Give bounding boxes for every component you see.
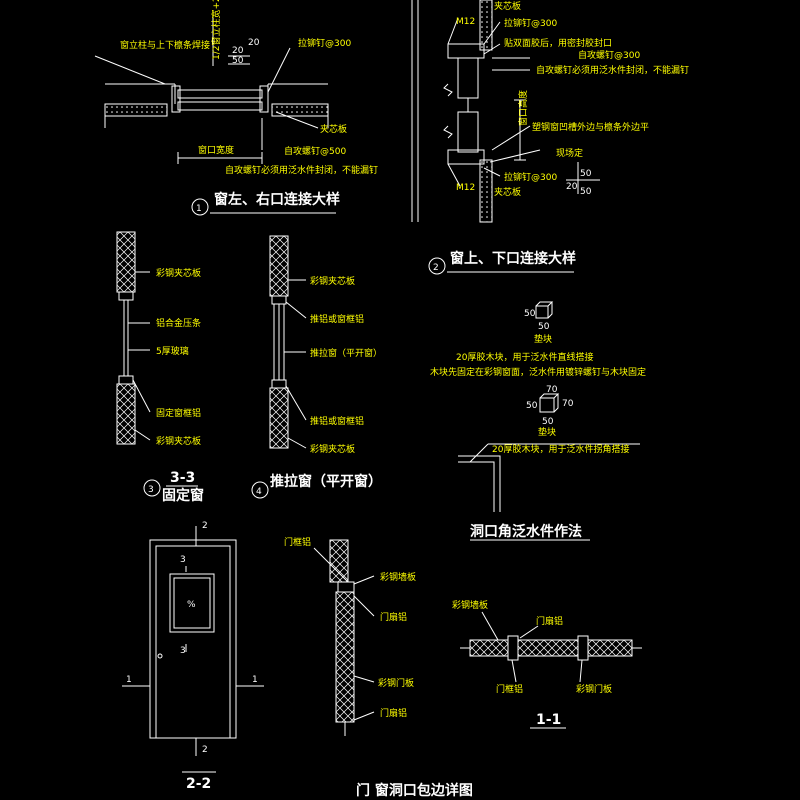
detail4-frame-bottom: 推铝或窗框铝	[310, 415, 364, 427]
detail1-dim-50: 50	[232, 56, 244, 66]
detail2-flush-note: 塑钢窗凹槽外边与檩条外边平	[532, 121, 649, 133]
block2-dim-b: 70	[546, 385, 558, 395]
flashing-note1: 20厚胶木块，用于泛水件直线搭接	[456, 351, 593, 363]
detail2-dim-50b: 50	[580, 187, 592, 197]
door-plan-steel-wall: 彩钢墙板	[452, 599, 488, 611]
detail-1-window-side	[94, 18, 336, 216]
detail1-number: 1	[196, 204, 202, 214]
door-plan-door-frame: 门框铝	[496, 683, 523, 695]
door-plan-steel-door: 彩钢门板	[576, 683, 612, 695]
detail1-vertical-note: 1/2窗立柱宽+20	[210, 0, 222, 60]
detail1-screw-label: 自攻螺钉@500	[284, 145, 346, 157]
detail2-core-panel-top: 夹芯板	[494, 0, 521, 12]
block2-dim-c: 70	[562, 399, 574, 409]
block2-dim-d: 50	[542, 417, 554, 427]
detail-4-sliding-window	[251, 235, 307, 499]
block1-label: 垫块	[534, 333, 552, 345]
detail4-number: 4	[256, 487, 262, 497]
detail2-window-height: 窗口高度	[517, 90, 529, 126]
detail2-title: 窗上、下口连接大样	[450, 250, 576, 267]
detail4-title: 推拉窗（平开窗）	[270, 473, 382, 490]
detail2-number: 2	[433, 263, 439, 273]
block1-dim-a: 50	[524, 309, 536, 319]
detail1-screw-note: 自攻螺钉必须用泛水件封闭，不能漏钉	[225, 164, 378, 176]
flashing-note3: 20厚胶木块，用于泛水件拐角搭接	[492, 443, 629, 455]
block2-label: 垫块	[538, 426, 556, 438]
detail1-dim-20b: 20	[232, 46, 244, 56]
block1-dim-b: 50	[538, 322, 550, 332]
detail3-title: 固定窗	[162, 487, 204, 504]
detail1-dim-20a: 20	[248, 38, 260, 48]
detail1-column-flashing-label: 窗立柱与上下檩条焊接	[120, 39, 210, 51]
door-plan-door-leaf: 门扇铝	[536, 615, 563, 627]
door-section-leaf-bottom: 门扇铝	[380, 707, 407, 719]
detail2-foam: 贴双面胶后，用密封胶封口	[504, 37, 612, 49]
detail3-fixed-frame: 固定窗框铝	[156, 407, 201, 419]
flashing-detail	[458, 301, 640, 541]
door-elevation	[122, 526, 264, 773]
detail1-wall-right	[271, 103, 329, 117]
door-section	[313, 539, 375, 736]
door-section-leaf-top: 门扇铝	[380, 611, 407, 623]
detail3-glass: 5厚玻璃	[156, 345, 189, 357]
door-section-steel-wall: 彩钢墙板	[380, 571, 416, 583]
detail4-sash: 推拉窗（平开窗）	[310, 347, 382, 359]
detail2-dim-20: 20	[566, 182, 578, 192]
detail2-core-panel-bottom: 夹芯板	[494, 186, 521, 198]
detail2-rivet-top: 拉铆钉@300	[504, 17, 557, 29]
detail2-rivet-bottom: 拉铆钉@300	[504, 171, 557, 183]
door-mark-1-right: 1	[252, 675, 258, 685]
detail2-field-fix: 现场定	[556, 147, 583, 159]
detail1-rivet-label: 拉铆钉@300	[298, 37, 351, 49]
door-mark-1-left: 1	[126, 675, 132, 685]
detail2-screw-note: 自攻螺钉必须用泛水件封闭，不能漏钉	[536, 64, 689, 76]
door-section-label: 2-2	[186, 776, 211, 792]
detail-2-window-top-bottom	[411, 0, 600, 275]
detail3-steel-panel-top: 彩钢夹芯板	[156, 267, 201, 279]
detail1-opening-width: 窗口宽度	[198, 144, 234, 156]
detail1-core-panel-label: 夹芯板	[320, 123, 347, 135]
detail1-wall-left	[104, 103, 168, 117]
detail4-steel-panel-bottom: 彩钢夹芯板	[310, 443, 355, 455]
main-title: 门 窗洞口包边详图	[356, 782, 473, 799]
detail3-section: 3-3	[170, 470, 195, 486]
door-mark-3-bottom: 3	[180, 646, 186, 656]
door-mark-2-top: 2	[202, 521, 208, 531]
door-glass-mark: %	[187, 600, 196, 610]
flashing-note2: 木块先固定在彩钢窗面，泛水件用镀锌螺钉与木块固定	[430, 366, 646, 378]
door-mark-2-bottom: 2	[202, 745, 208, 755]
door-plan-section: 1-1	[536, 712, 561, 728]
detail3-alu-strip: 铝合金压条	[156, 317, 201, 329]
detail2-m12-top: M12	[456, 17, 475, 27]
door-section-frame: 门框铝	[284, 536, 311, 548]
detail2-screw-top: 自攻螺钉@300	[578, 49, 640, 61]
detail1-title: 窗左、右口连接大样	[214, 191, 340, 208]
detail2-dim-50a: 50	[580, 169, 592, 179]
flashing-title: 洞口角泛水件作法	[470, 523, 582, 540]
block2-dim-a: 50	[526, 401, 538, 411]
detail4-steel-panel-top: 彩钢夹芯板	[310, 275, 355, 287]
detail4-frame-top: 推铝或窗框铝	[310, 313, 364, 325]
detail3-steel-panel-bottom: 彩钢夹芯板	[156, 435, 201, 447]
detail-3-fixed-window	[116, 231, 198, 497]
door-section-steel-door: 彩钢门板	[378, 677, 414, 689]
door-mark-3-top: 3	[180, 555, 186, 565]
detail3-number: 3	[148, 485, 154, 495]
detail2-m12-bottom: M12	[456, 183, 475, 193]
door-plan	[460, 611, 642, 729]
